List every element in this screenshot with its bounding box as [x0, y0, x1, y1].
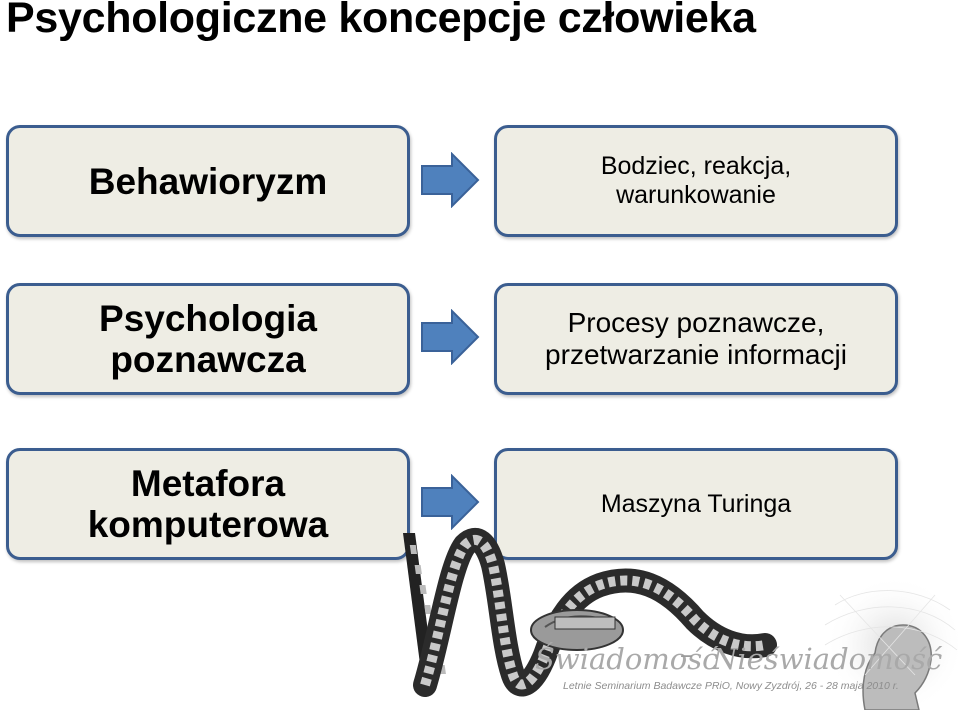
concept-box-computer-metaphor: Metafora komputerowa	[6, 448, 410, 560]
description-line-1: Bodziec, reakcja,	[600, 152, 792, 180]
description-line-2: warunkowanie	[616, 181, 776, 209]
brand-word-right: Nieświadomość	[712, 642, 943, 676]
brand-dash: –	[680, 640, 693, 670]
brand-word-left: Świadomość	[535, 642, 719, 676]
right-arrow-icon	[421, 474, 480, 530]
right-arrow-icon	[421, 309, 480, 365]
concept-box-behaviorism: Behawioryzm	[6, 125, 410, 237]
slide-title: Psychologiczne koncepcje człowieka	[6, 0, 756, 42]
concept-label-line-1: Metafora	[130, 463, 286, 504]
concept-box-cognitive-psychology: Psychologia poznawcza	[6, 283, 410, 395]
film-strip-decoration	[403, 527, 960, 710]
concept-label-line-2: komputerowa	[87, 504, 329, 545]
concept-label-line-2: poznawcza	[110, 339, 306, 380]
right-arrow-icon	[421, 152, 480, 208]
description-box-behaviorism: Bodziec, reakcja, warunkowanie	[494, 125, 898, 237]
description-line-2: przetwarzanie informacji	[545, 339, 847, 370]
description-line-1: Procesy poznawcze,	[567, 307, 825, 338]
description-line-1: Maszyna Turinga	[600, 489, 792, 518]
description-box-cognitive-psychology: Procesy poznawcze, przetwarzanie informa…	[494, 283, 898, 395]
concept-label-line-1: Psychologia	[99, 298, 317, 339]
seminar-caption: Letnie Seminarium Badawcze PRiO, Nowy Zy…	[563, 680, 899, 692]
concept-label-line-1: Behawioryzm	[88, 160, 328, 202]
description-box-computer-metaphor: Maszyna Turinga	[494, 448, 898, 560]
